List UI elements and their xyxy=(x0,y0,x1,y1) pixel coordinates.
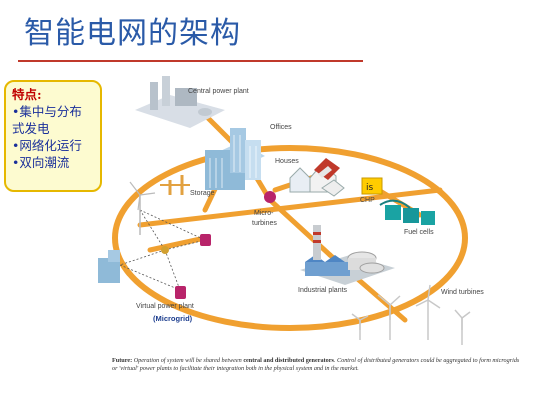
svg-text:is: is xyxy=(366,183,374,193)
label-houses: Houses xyxy=(275,158,299,165)
label-industrial-plants: Industrial plants xyxy=(298,287,348,294)
grid-ring xyxy=(112,145,468,331)
virtual-power-plant-icon xyxy=(98,181,211,299)
label-chp: CHP xyxy=(360,197,375,204)
caption-part1: Operation of system will be shared betwe… xyxy=(132,357,244,364)
label-storage: Storage xyxy=(190,190,215,197)
label-turbines: turbines xyxy=(252,220,277,227)
figure-caption: Future: Operation of system will be shar… xyxy=(112,357,522,373)
central-power-plant-icon xyxy=(135,76,225,128)
page-title: 智能电网的架构 xyxy=(24,16,241,51)
callout-heading: 特点: xyxy=(12,87,42,102)
callout-item: •集中与分布 xyxy=(12,104,82,119)
callout-item: •双向潮流 xyxy=(12,155,70,170)
caption-bold: central and distributed generators xyxy=(243,357,334,364)
label-fuel-cells: Fuel cells xyxy=(404,229,434,236)
features-callout: 特点: •集中与分布 式发电 •网络化运行 •双向潮流 xyxy=(4,80,102,192)
wind-turbines-icon xyxy=(351,284,471,345)
chp-icon: is xyxy=(361,177,383,195)
label-wind-turbines: Wind turbines xyxy=(441,289,484,296)
caption-lead: Future: xyxy=(112,357,133,364)
title-underline xyxy=(18,60,363,62)
micro-turbine-node xyxy=(264,191,276,203)
callout-item: 式发电 xyxy=(12,121,50,136)
label-central-power-plant: Central power plant xyxy=(188,88,249,95)
industrial-plants-icon xyxy=(300,225,395,285)
label-micro: Micro- xyxy=(254,210,274,217)
label-virtual-power-plant: Virtual power plant xyxy=(136,303,194,310)
fuel-cells-icon xyxy=(379,199,435,225)
houses-icon xyxy=(289,158,345,197)
label-offices: Offices xyxy=(270,124,292,131)
storage-icon xyxy=(160,175,190,195)
label-microgrid: (Microgrid) xyxy=(153,314,193,323)
offices-icon xyxy=(205,128,265,190)
caption-part2: . Control of distributed generators coul… xyxy=(112,357,520,372)
callout-item: •网络化运行 xyxy=(12,138,82,153)
